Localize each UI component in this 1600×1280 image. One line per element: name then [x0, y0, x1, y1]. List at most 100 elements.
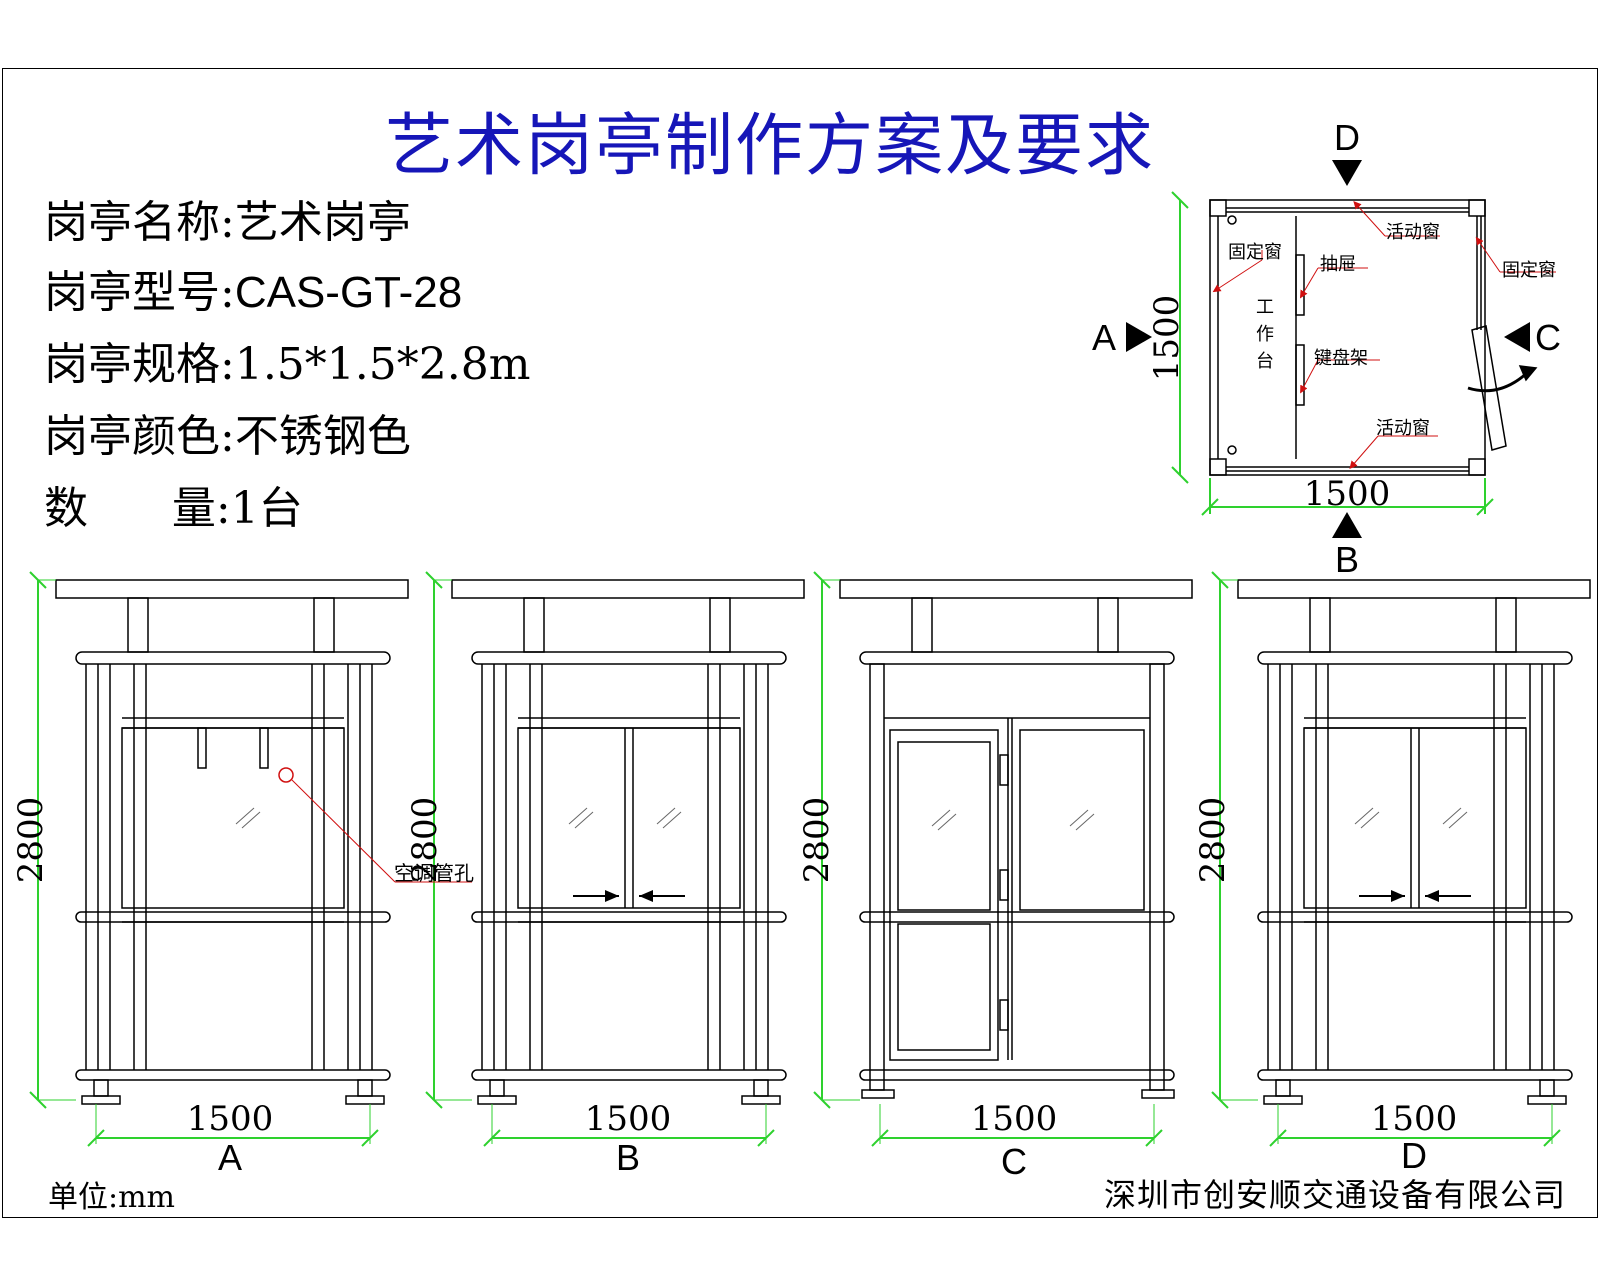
- foot: [81, 1095, 121, 1105]
- hook: [259, 727, 269, 769]
- elevation-c-width-dim: 1500: [971, 1099, 1058, 1139]
- leg: [1275, 1079, 1291, 1097]
- ac-hole-icon: [278, 767, 294, 783]
- elevation-d: [1211, 571, 1591, 1147]
- leg: [1539, 1079, 1555, 1097]
- hinge-icon: [999, 999, 1009, 1031]
- unit-label: 单位:mm: [48, 1180, 176, 1215]
- leg: [93, 1079, 109, 1097]
- bottom-rail: [471, 1069, 787, 1081]
- callout-keyboard-tray: 键盘架: [1314, 348, 1368, 369]
- window-frame: [121, 727, 345, 909]
- foot: [861, 1089, 895, 1099]
- corner-post: [869, 663, 885, 1091]
- view-label-c: C: [1535, 317, 1561, 358]
- plan-door: [1471, 325, 1507, 451]
- roof-post: [709, 597, 731, 653]
- elevation-b-width-dim: 1500: [585, 1099, 672, 1139]
- spec-value: CAS-GT-28: [234, 268, 463, 317]
- bottom-rail: [1257, 1069, 1573, 1081]
- glass-glare: [1069, 809, 1089, 827]
- drawing-frame: [2, 68, 1598, 1218]
- elevation-d-height-dim: 2800: [1193, 797, 1233, 884]
- roof-post: [1495, 597, 1517, 653]
- bottom-rail: [75, 1069, 391, 1081]
- spec-label: 岗亭颜色:: [44, 411, 235, 462]
- view-label-b: B: [1335, 539, 1359, 580]
- elevation-a-height-dim: 2800: [11, 797, 51, 884]
- elevation-c-height-dim: 2800: [797, 797, 837, 884]
- spec-value: 不锈钢色: [234, 411, 411, 462]
- view-label-d: D: [1334, 117, 1360, 158]
- foot: [741, 1095, 781, 1105]
- foot: [477, 1095, 517, 1105]
- glass-glare: [568, 807, 588, 825]
- elevation-a: [29, 571, 409, 1147]
- glass-glare: [235, 807, 255, 825]
- spec-size-row: 岗亭规格:1.5*1.5*2.8m: [44, 328, 530, 392]
- elevation-label-b: B: [616, 1137, 640, 1178]
- plan-dimensions: [1171, 191, 1494, 516]
- spec-label: 数 量:: [44, 483, 231, 534]
- fixed-window: [1019, 729, 1145, 911]
- desk-label-1: 工: [1256, 297, 1274, 318]
- elevation-b: [425, 571, 805, 1147]
- top-rail: [471, 651, 787, 665]
- slide-arrow-icon: [605, 890, 619, 902]
- callout-fixed-window-right: 固定窗: [1502, 260, 1556, 281]
- slide-arrow-icon: [1391, 890, 1405, 902]
- middle-rail: [75, 911, 391, 923]
- desk-label-3: 台: [1256, 351, 1274, 372]
- glass-glare: [574, 811, 594, 829]
- elevation-label-a: A: [218, 1137, 242, 1178]
- page-title: 艺术岗亭制作方案及要求: [384, 107, 1155, 186]
- spec-value: 1.5*1.5*2.8m: [234, 339, 531, 390]
- middle-rail: [471, 911, 787, 923]
- spec-label: 岗亭名称:: [44, 197, 235, 248]
- top-rail: [75, 651, 391, 665]
- middle-rail: [1257, 911, 1573, 923]
- view-arrows: [1126, 160, 1530, 538]
- leg: [489, 1079, 505, 1097]
- glass-glare: [1075, 813, 1095, 831]
- plan-callouts: [1212, 201, 1556, 470]
- leg: [753, 1079, 769, 1097]
- roof-post: [127, 597, 149, 653]
- slide-arrow-icon: [1425, 890, 1439, 902]
- window-frame: [1303, 727, 1527, 909]
- hinge-icon: [999, 869, 1009, 901]
- roof-post: [911, 597, 933, 653]
- elevation-c: [813, 571, 1193, 1147]
- glass-glare: [1442, 807, 1462, 825]
- glass-glare: [656, 807, 676, 825]
- top-rail: [859, 651, 1175, 665]
- hinge-icon: [999, 754, 1009, 786]
- view-label-a: A: [1092, 317, 1116, 358]
- roof-slab: [1237, 579, 1591, 599]
- elevation-label-c: C: [1001, 1141, 1027, 1182]
- glass-glare: [1360, 811, 1380, 829]
- door-panel: [897, 923, 991, 1051]
- spec-value: 1台: [230, 483, 303, 534]
- plan-outline: [1209, 199, 1486, 476]
- spec-value: 艺术岗亭: [234, 197, 411, 248]
- view-arrow-a-icon: [1126, 322, 1152, 352]
- callout-fixed-window-left: 固定窗: [1228, 242, 1282, 263]
- view-arrow-d-icon: [1332, 160, 1362, 186]
- door-glass: [897, 741, 991, 911]
- roof-slab: [55, 579, 409, 599]
- roof-post: [313, 597, 335, 653]
- glass-glare: [937, 813, 957, 831]
- slide-arrow-icon: [639, 890, 653, 902]
- elevation-d-width-dim: 1500: [1371, 1099, 1458, 1139]
- roof-post: [523, 597, 545, 653]
- middle-rail: [859, 911, 1175, 923]
- ac-hole-label: 空调管孔: [394, 861, 474, 885]
- roof-slab: [839, 579, 1193, 599]
- spec-color-row: 岗亭颜色:不锈钢色: [44, 400, 411, 464]
- elevation-a-width-dim: 1500: [187, 1099, 274, 1139]
- elevation-b-height-dim: 2800: [405, 797, 445, 884]
- glass-glare: [241, 811, 261, 829]
- callout-sliding-window-top: 活动窗: [1386, 222, 1440, 243]
